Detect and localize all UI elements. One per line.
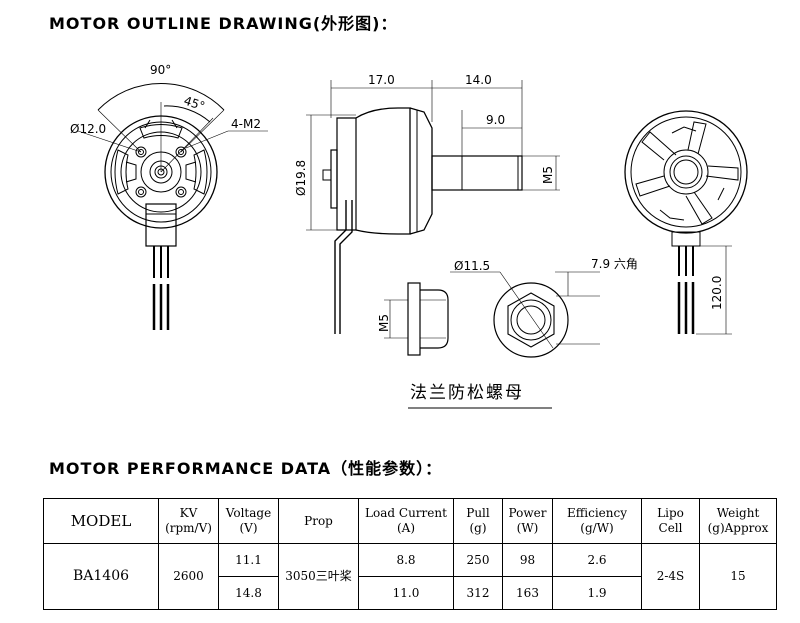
cell-power: 98 (502, 543, 553, 577)
cell-voltage: 14.8 (218, 576, 279, 610)
outline-drawing-heading: MOTOR OUTLINE DRAWING(外形图)： (49, 14, 398, 33)
len-14-label: 14.0 (465, 73, 492, 87)
front-view (624, 110, 748, 335)
header-prop: Prop (278, 498, 359, 544)
header-model: MODEL (43, 498, 159, 544)
hex-7-9-label: 7.9 六角 (591, 257, 638, 271)
side-view (306, 80, 560, 334)
header-load-current: Load Current(A) (358, 498, 454, 544)
lead-120-label: 120.0 (710, 276, 724, 310)
cell-efficiency: 2.6 (552, 543, 642, 577)
header-pull: Pull(g) (453, 498, 503, 544)
angle-90-label: 90° (150, 63, 171, 77)
header-power: Power(W) (502, 498, 553, 544)
dia-11-5-label: Ø11.5 (454, 259, 490, 273)
rear-view (77, 82, 268, 330)
len-9-label: 9.0 (486, 113, 505, 127)
performance-data-heading: MOTOR PERFORMANCE DATA（性能参数）： (49, 459, 443, 478)
cell-load-current: 8.8 (358, 543, 454, 577)
dia-12-label: Ø12.0 (70, 122, 106, 136)
header-voltage: Voltage(V) (218, 498, 279, 544)
cell-load-current: 11.0 (358, 576, 454, 610)
header-kv: KV(rpm/V) (158, 498, 219, 544)
cell-model: BA1406 (43, 543, 159, 610)
shaft-m5-label: M5 (541, 166, 555, 184)
len-17-label: 17.0 (368, 73, 395, 87)
cell-efficiency: 1.9 (552, 576, 642, 610)
header-weight: Weight(g)Approx (699, 498, 777, 544)
angle-45-label: 45° (182, 94, 207, 114)
cell-kv: 2600 (158, 543, 219, 610)
cell-pull: 312 (453, 576, 503, 610)
nut-side-view (384, 282, 449, 356)
nut-title: 法兰防松螺母 (410, 383, 524, 403)
header-efficiency: Efficiency(g/W) (552, 498, 642, 544)
performance-table: MODEL KV(rpm/V) Voltage(V) Prop Load Cur… (43, 498, 777, 610)
cell-lipo: 2-4S (641, 543, 700, 610)
cell-prop: 3050三叶桨 (278, 543, 359, 610)
table-header-row: MODEL KV(rpm/V) Voltage(V) Prop Load Cur… (43, 498, 777, 544)
cell-voltage: 11.1 (218, 543, 279, 577)
motor-outline-drawing: 90° 45° Ø12.0 4-M2 17.0 14.0 9.0 Ø19.8 M… (70, 63, 748, 409)
table-row: 14.8 11.0 312 163 1.9 (44, 576, 777, 610)
cell-pull: 250 (453, 543, 503, 577)
cell-power: 163 (502, 576, 553, 610)
cell-weight: 15 (699, 543, 777, 610)
nut-front-view (450, 271, 600, 358)
holes-label: 4-M2 (231, 117, 261, 131)
nut-m5-label: M5 (377, 314, 391, 332)
table-row: BA1406 2600 11.1 3050三叶桨 8.8 250 98 2.6 … (43, 543, 777, 610)
dia-19-8-label: Ø19.8 (294, 160, 308, 196)
